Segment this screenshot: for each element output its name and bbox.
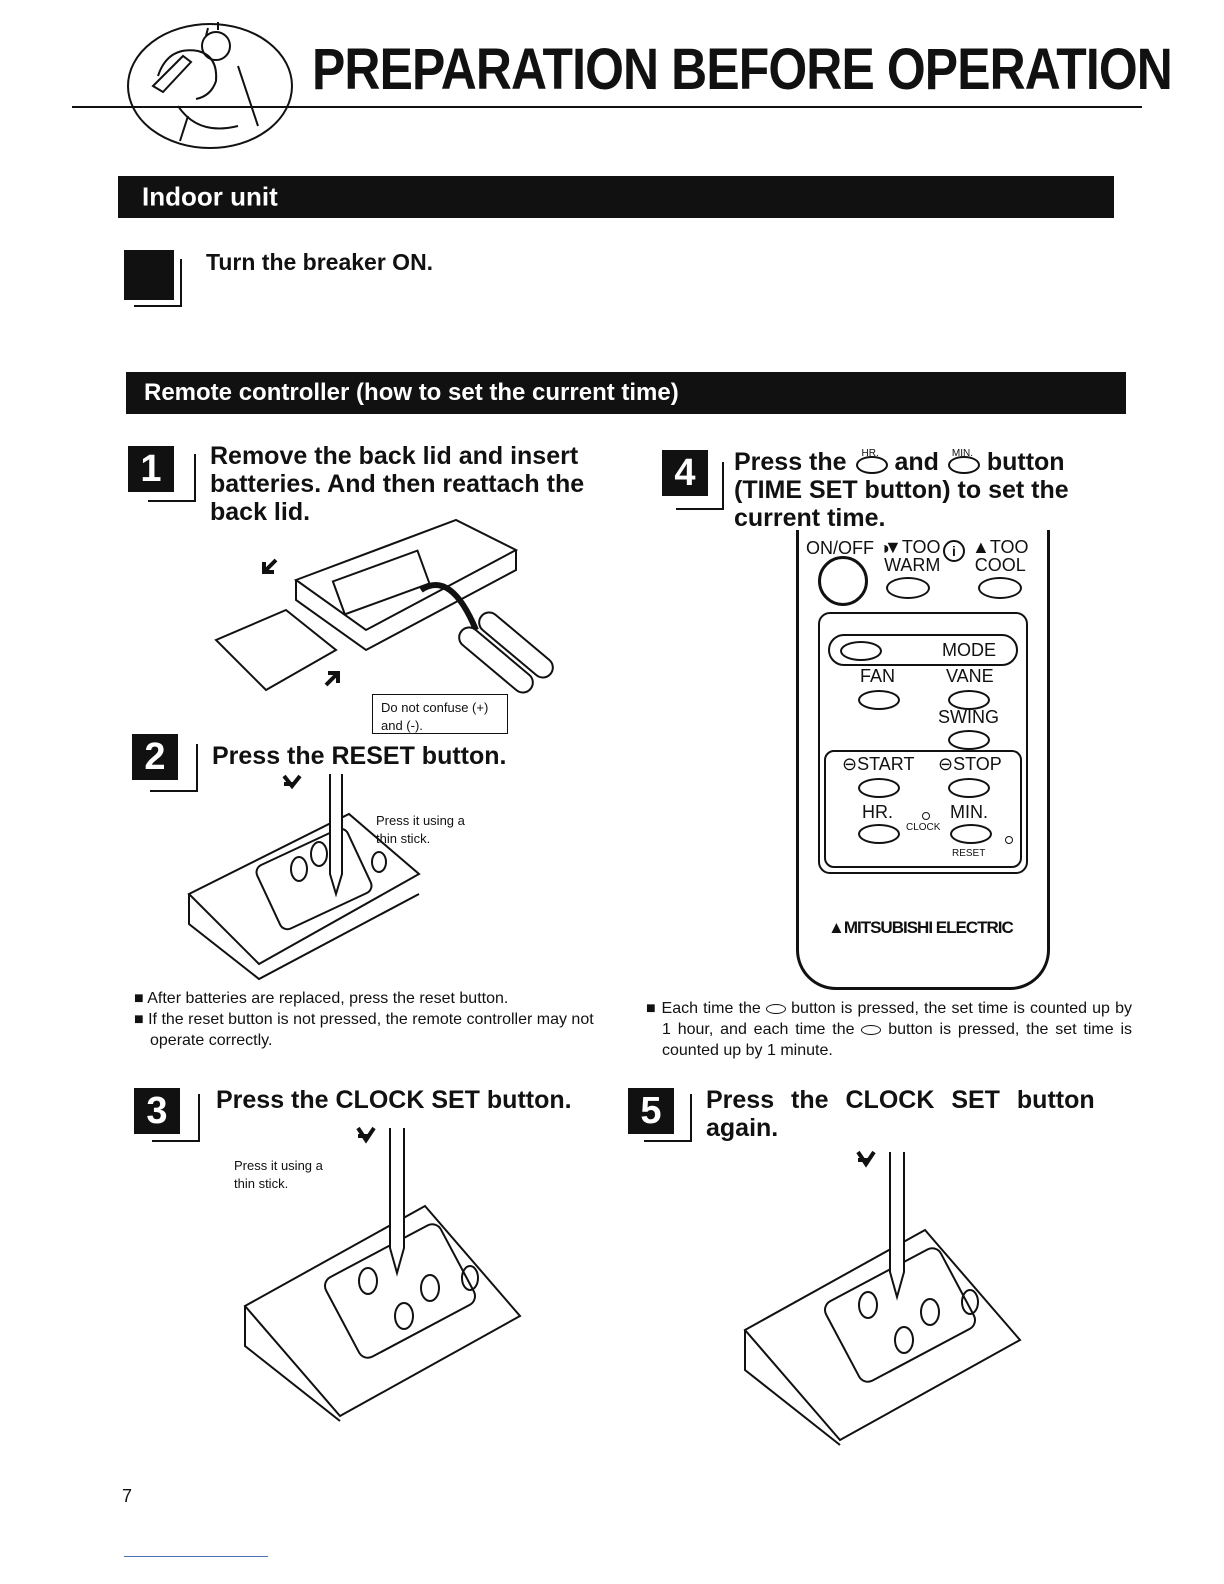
page-title: PREPARATION BEFORE OPERATION — [312, 37, 1173, 102]
step-2-frame — [150, 744, 198, 792]
clock-set-press-illustration-3 — [243, 1126, 522, 1422]
start-button[interactable] — [858, 778, 900, 798]
step-2-text: Press the RESET button. — [212, 742, 507, 770]
vane-label: VANE — [946, 666, 994, 686]
thin-stick-hint-2: Press it using a thin stick. — [376, 813, 465, 846]
hr-oval-small-icon — [765, 1003, 786, 1014]
page-number: 7 — [122, 1486, 133, 1506]
swing-button[interactable] — [948, 730, 990, 750]
stop-label-text: STOP — [953, 754, 1002, 774]
too-cool-label-a: TOO — [989, 537, 1029, 557]
step-5-badge: 5 — [628, 1088, 674, 1134]
note-right-text-b: button is pressed, the set time is count… — [662, 1000, 1133, 1038]
brand-logo: ▲MITSUBISHI ELECTRIC — [828, 918, 1014, 938]
mode-bar — [828, 634, 1018, 666]
note-right-text-a: Each time the — [661, 1000, 761, 1017]
step-4-text-a: Press the — [734, 448, 847, 476]
too-warm-button[interactable] — [886, 577, 930, 599]
note-right-item: ■ Each time the button is pressed, the s… — [646, 1000, 1133, 1059]
i-feel-icon: i — [943, 540, 965, 562]
step-4-badge: 4 — [662, 450, 708, 496]
step-3-badge: 3 — [134, 1088, 180, 1134]
remote-inner-panel — [818, 612, 1028, 874]
indoor-unit-band: Indoor unit — [118, 176, 1114, 218]
note-left-item: ■ If the reset button is not pressed, th… — [134, 1011, 594, 1049]
breaker-step-text: Turn the breaker ON. — [206, 249, 434, 275]
thin-stick-hint-3: Press it using a thin stick. — [234, 1158, 323, 1191]
breaker-step-frame — [134, 259, 182, 307]
step-4-text-c: button (TIME SET button) to set the curr… — [734, 448, 1069, 533]
step-5-text: Press the CLOCK SET button again. — [706, 1086, 1095, 1142]
reset-label: RESET — [952, 848, 986, 859]
onoff-label: ON/OFF ◑ — [806, 538, 890, 558]
swing-label: SWING — [938, 707, 999, 727]
reset-button[interactable] — [1005, 836, 1013, 844]
notes-left: ■ After batteries are replaced, press th… — [134, 988, 614, 1051]
mode-label: MODE — [942, 640, 996, 660]
min-oval-small-icon — [861, 1024, 882, 1035]
step-4-frame — [676, 462, 724, 510]
start-label-text: START — [857, 754, 915, 774]
remote-controller-band: Remote controller (how to set the curren… — [126, 372, 1126, 414]
note-left-text: After batteries are replaced, press the … — [147, 990, 509, 1007]
do-not-confuse-callout: Do not confuse (+) and (-). — [372, 694, 508, 734]
fan-button[interactable] — [858, 690, 900, 710]
step-4-text-b: and — [894, 448, 939, 476]
hr-button-tag: HR. — [861, 448, 879, 460]
onoff-button[interactable] — [818, 556, 868, 606]
mitsubishi-diamonds-icon: ▲ — [828, 918, 845, 937]
clock-set-press-illustration-5 — [743, 1150, 1022, 1446]
min-button-tag: MIN. — [951, 448, 973, 460]
min-button-symbol: MIN. — [946, 448, 980, 476]
step-5-frame — [644, 1094, 692, 1142]
remote-controller-band-label: Remote controller (how to set the curren… — [144, 379, 679, 406]
too-warm-label-b: WARM — [884, 555, 941, 575]
hr-button[interactable] — [858, 824, 900, 844]
too-cool-label-b: COOL — [974, 555, 1026, 575]
notes-right: ■ Each time the button is pressed, the s… — [646, 998, 1132, 1061]
min-button[interactable] — [950, 824, 992, 844]
too-warm-label-a: TOO — [901, 537, 941, 557]
brand-text: MITSUBISHI ELECTRIC — [843, 918, 1014, 937]
step-4-text: Press the HR. and MIN. button (TIME SET … — [734, 448, 1128, 532]
breaker-step-badge — [124, 250, 174, 300]
footer-rule — [124, 1556, 268, 1557]
battery-insertion-illustration — [214, 518, 554, 694]
start-label: ⊖START — [842, 754, 915, 774]
stop-label: ⊖STOP — [938, 754, 1002, 774]
step-3-text: Press the CLOCK SET button. — [216, 1086, 572, 1114]
clock-set-button[interactable] — [922, 812, 930, 820]
step-1-text: Remove the back lid and insert batteries… — [210, 442, 585, 526]
stop-button[interactable] — [948, 778, 990, 798]
timer-panel — [824, 750, 1022, 868]
min-oval-icon — [947, 456, 980, 475]
title-rule — [72, 106, 1142, 108]
man-holding-remote-illustration — [127, 22, 293, 149]
mode-button[interactable] — [840, 641, 882, 661]
step-2-badge: 2 — [132, 734, 178, 780]
step-3-frame — [152, 1094, 200, 1142]
note-left-item: ■ After batteries are replaced, press th… — [134, 990, 509, 1007]
hr-oval-icon — [855, 456, 888, 475]
hr-button-symbol: HR. — [854, 448, 888, 476]
note-left-text: If the reset button is not pressed, the … — [148, 1011, 594, 1049]
note-right-text-c: button is pressed, the set time is count… — [662, 1021, 1133, 1059]
onoff-label-text: ON/OFF — [806, 538, 874, 558]
hr-label: HR. — [862, 802, 893, 822]
remote-controller-body — [796, 530, 1050, 990]
too-cool-button[interactable] — [978, 577, 1022, 599]
do-not-confuse-text: Do not confuse (+) and (-). — [381, 700, 489, 733]
step-1-frame — [148, 454, 196, 502]
reset-button-press-illustration — [187, 774, 421, 981]
step-1-badge: 1 — [128, 446, 174, 492]
fan-label: FAN — [860, 666, 896, 686]
min-label: MIN. — [950, 802, 988, 822]
indoor-unit-band-label: Indoor unit — [142, 181, 278, 212]
clock-label: CLOCK — [906, 822, 941, 833]
vane-button[interactable] — [948, 690, 990, 710]
